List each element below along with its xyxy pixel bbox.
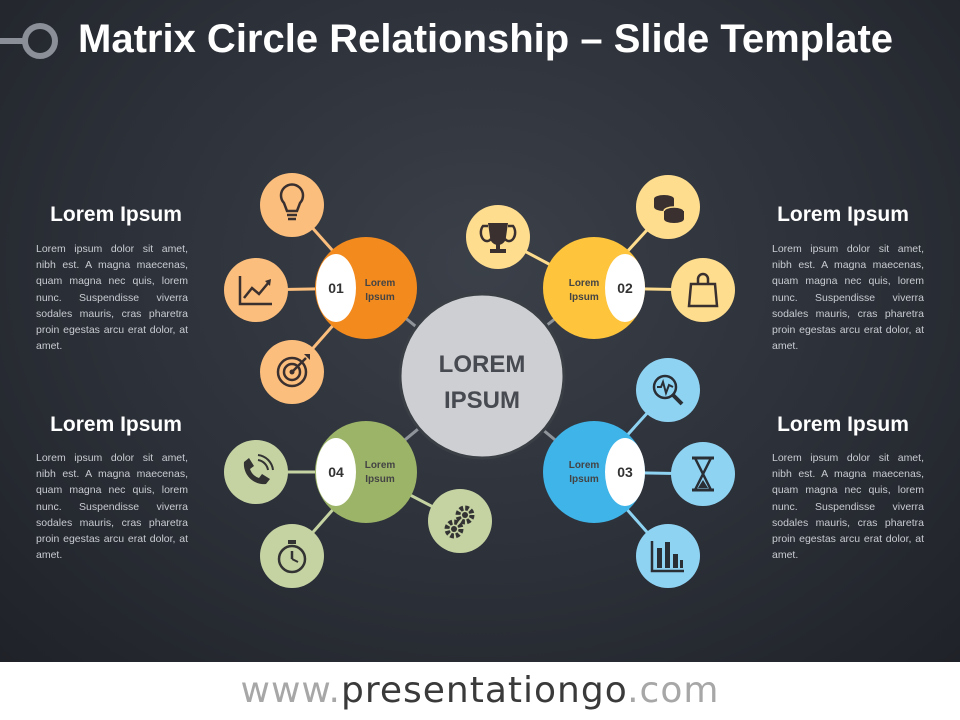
panel-3-heading: Lorem Ipsum <box>777 413 909 436</box>
shopping-bag-icon <box>671 258 735 322</box>
trophy-icon <box>466 205 530 269</box>
node-4: 04 Lorem Ipsum <box>315 421 417 523</box>
panel-1-heading: Lorem Ipsum <box>50 203 182 226</box>
node-4-label-line-1: Lorem <box>365 460 396 471</box>
node-2-label-line-1: Lorem <box>569 278 600 289</box>
stopwatch-icon <box>260 524 324 588</box>
node-3-label-line-2: Ipsum <box>569 474 599 485</box>
gears-icon <box>428 489 492 553</box>
center-label-line-2: IPSUM <box>444 387 520 414</box>
node-3-label-line-1: Lorem <box>569 460 600 471</box>
node-1-number: 01 <box>328 280 344 296</box>
node-1: 01 Lorem Ipsum <box>315 237 417 339</box>
node-3: 03 Lorem Ipsum <box>543 421 645 523</box>
line-chart-icon <box>224 258 288 322</box>
title-ring-logo <box>0 23 58 59</box>
search-analytics-icon <box>636 358 700 422</box>
panel-1-text: Lorem ipsum dolor sit amet, nibh est. A … <box>36 243 188 353</box>
node-2-label-line-2: Ipsum <box>569 292 599 303</box>
panel-2-heading: Lorem Ipsum <box>777 203 909 226</box>
footer-website: www.presentationgo.com <box>0 662 960 720</box>
slide: Matrix Circle Relationship – Slide Templ… <box>0 0 960 662</box>
phone-icon <box>224 440 288 504</box>
footer-brand: presentationgo <box>341 670 628 711</box>
slide-title: Matrix Circle Relationship – Slide Templ… <box>78 17 894 61</box>
node-4-label-line-2: Ipsum <box>365 474 395 485</box>
node-2: 02 Lorem Ipsum <box>543 237 645 339</box>
center-label-line-1: LOREM <box>439 351 526 378</box>
target-icon <box>260 340 324 404</box>
lightbulb-icon <box>260 173 324 237</box>
node-1-label-line-1: Lorem <box>365 278 396 289</box>
panel-4-heading: Lorem Ipsum <box>50 413 182 436</box>
panel-2-text: Lorem ipsum dolor sit amet, nibh est. A … <box>772 243 924 353</box>
center-circle <box>398 292 566 460</box>
matrix-circle-diagram: LOREM IPSUM 01 Lorem Ipsum 02 Lorem Ipsu… <box>224 173 735 588</box>
node-3-number: 03 <box>617 464 633 480</box>
node-4-number: 04 <box>328 464 344 480</box>
footer-suffix: .com <box>627 670 720 711</box>
coins-icon <box>636 175 700 239</box>
footer-prefix: www. <box>240 670 341 711</box>
hourglass-icon <box>671 442 735 506</box>
node-2-number: 02 <box>617 280 633 296</box>
panel-4-text: Lorem ipsum dolor sit amet, nibh est. A … <box>36 452 188 562</box>
bar-chart-icon <box>636 524 700 588</box>
panel-3-text: Lorem ipsum dolor sit amet, nibh est. A … <box>772 452 924 562</box>
node-1-label-line-2: Ipsum <box>365 292 395 303</box>
